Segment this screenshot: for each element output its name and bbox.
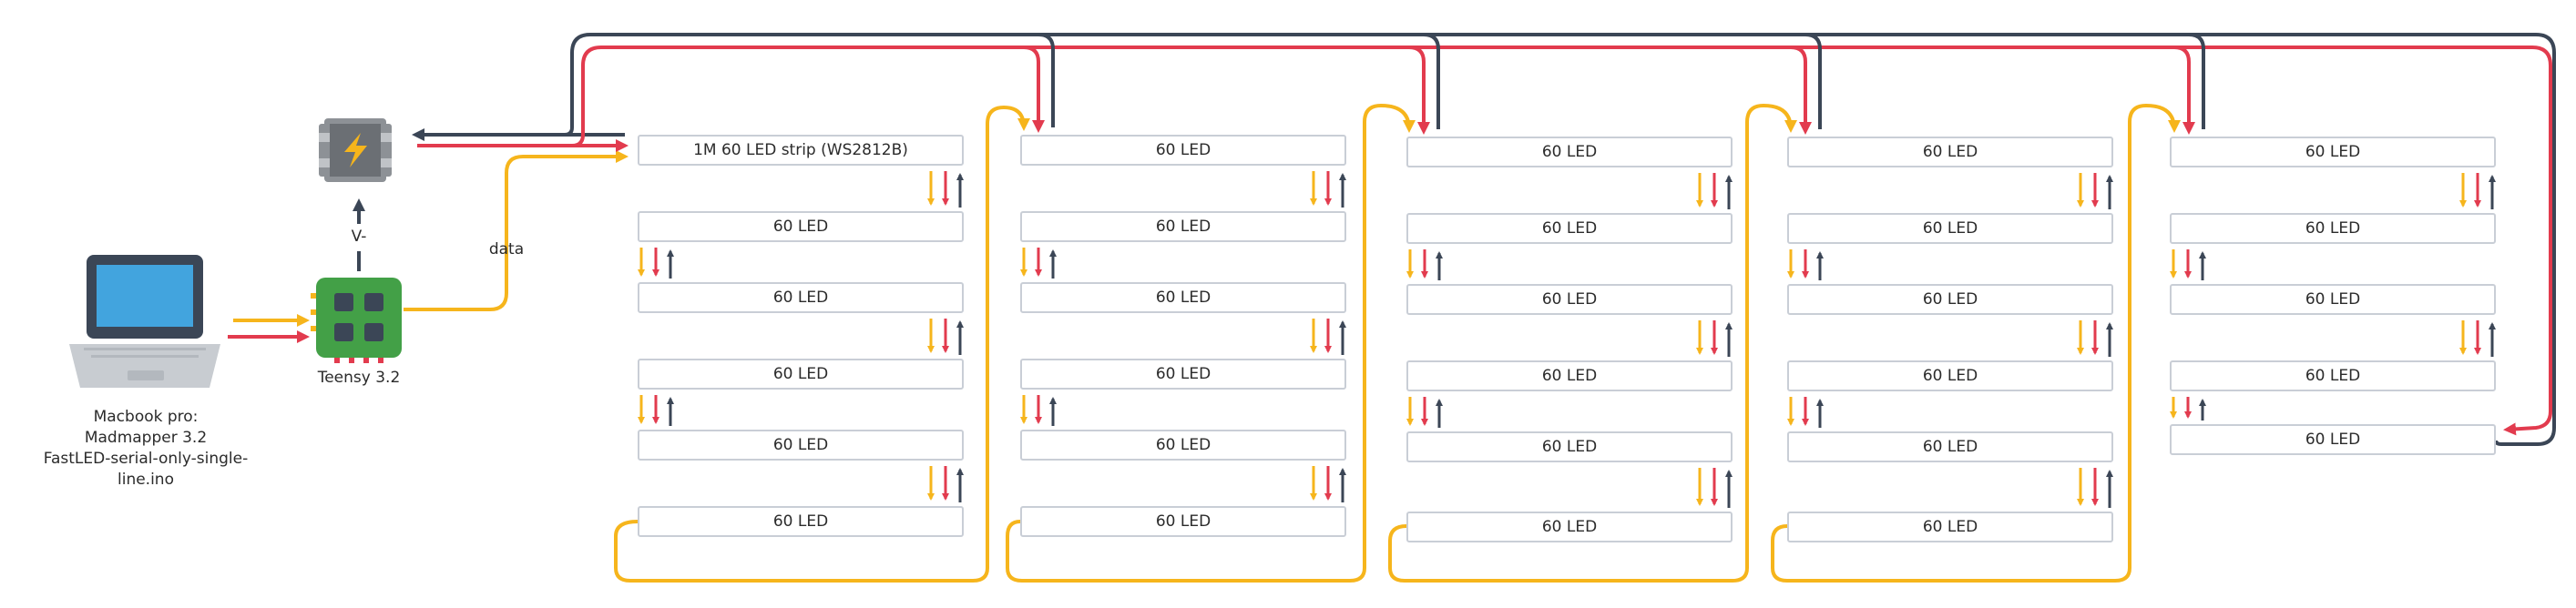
power-bus [564, 33, 2556, 446]
macbook-label: Macbook pro: Madmapper 3.2 FastLED-seria… [18, 407, 273, 491]
power-supply-icon [319, 118, 392, 182]
macbook-label-line-2: Madmapper 3.2 [84, 429, 208, 447]
led-strip-segment: 60 LED [1787, 137, 2113, 167]
led-strip-segment: 60 LED [2170, 284, 2496, 315]
led-strip-segment: 60 LED [1020, 282, 1346, 313]
led-strip-segment: 60 LED [1406, 284, 1733, 315]
led-strip-segment: 60 LED [1406, 512, 1733, 542]
teensy-label: Teensy 3.2 [317, 369, 401, 387]
macbook-label-line-1: Macbook pro: [93, 408, 199, 426]
led-strip-segment: 60 LED [1787, 431, 2113, 462]
led-strip-segment: 60 LED [1406, 360, 1733, 391]
led-strip-segment: 60 LED [638, 430, 964, 461]
led-strip-segment: 60 LED [2170, 137, 2496, 167]
led-strip-segment: 60 LED [1020, 135, 1346, 166]
data-label: data [488, 240, 525, 258]
led-strip-segment: 60 LED [1020, 506, 1346, 537]
led-strip-segment: 60 LED [638, 359, 964, 390]
connector-arrows [638, 171, 2496, 508]
led-strip-segment: 60 LED [1020, 430, 1346, 461]
led-strip-segment: 60 LED [1406, 431, 1733, 462]
led-strip-segment: 1M 60 LED strip (WS2812B) [638, 135, 964, 166]
led-strip-segment: 60 LED [1020, 211, 1346, 242]
led-strip-segment: 60 LED [638, 282, 964, 313]
data-line [404, 150, 629, 311]
led-strip-segment: 60 LED [1406, 213, 1733, 244]
led-strip-segment: 60 LED [1406, 137, 1733, 167]
led-strip-segment: 60 LED [2170, 424, 2496, 455]
usb-connection-arrows [228, 314, 310, 343]
led-strip-segment: 60 LED [638, 211, 964, 242]
led-strip-segment: 60 LED [2170, 213, 2496, 244]
data-chain-loops [614, 103, 2181, 583]
teensy-board-icon [311, 278, 402, 363]
led-strip-segment: 60 LED [1787, 360, 2113, 391]
led-strip-segment: 60 LED [638, 506, 964, 537]
v-minus-label: V- [351, 228, 367, 246]
led-strip-segment: 60 LED [1787, 512, 2113, 542]
macbook-label-line-3: FastLED-serial-only-single-line.ino [43, 450, 249, 489]
led-strip-segment: 60 LED [1787, 213, 2113, 244]
led-strip-segment: 60 LED [2170, 360, 2496, 391]
led-strip-segment: 60 LED [1020, 359, 1346, 390]
laptop-icon [69, 255, 220, 388]
led-strip-segment: 60 LED [1787, 284, 2113, 315]
